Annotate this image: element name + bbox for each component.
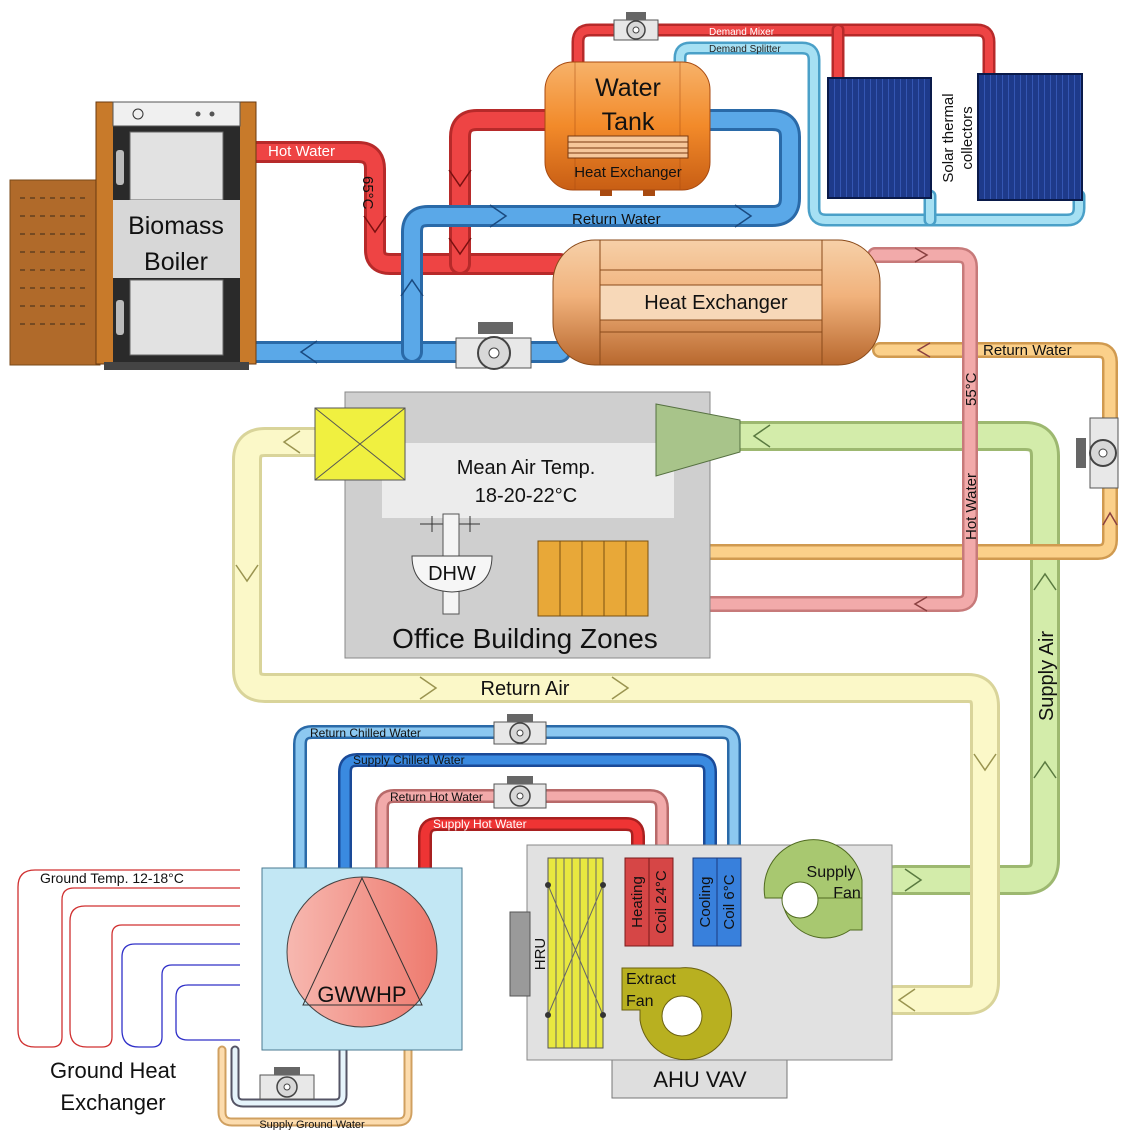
radiator [537,540,649,617]
hru-core [547,857,604,1049]
hot-water-label-vertical: Hot Water [963,473,980,540]
return-chilled-water-label: Return Chilled Water [310,726,421,740]
hot-water-label-top: Hot Water [268,143,335,160]
supply-fan [763,839,863,939]
dhw-basin [411,513,493,615]
supply-chilled-water-label: Supply Chilled Water [353,753,465,767]
ahu-vav-unit [509,839,893,1099]
main-hx-label: Heat Exchanger [644,292,788,314]
cooling-coil-label-1: Cooling [697,877,714,928]
office-zones-label: Office Building Zones [392,623,658,654]
extract-fan-label-2: Fan [626,993,654,1010]
supply-ground-water-label: Supply Ground Water [259,1119,365,1130]
water-tank-title-1: Water [595,74,661,102]
supply-ground-water-pipe [217,1045,413,1127]
heating-coil-label-1: Heating [629,876,646,928]
temp-65-label: 65°C [359,176,376,210]
ground-hx-label-1: Ground Heat [50,1058,176,1083]
supply-fan-label-2: Fan [833,885,861,902]
supply-diffuser [655,403,741,477]
return-water-label-top: Return Water [572,211,661,228]
pump-boiler-loop [455,322,532,370]
dhw-label: DHW [428,563,476,585]
demand-mixer-label: Demand Mixer [709,27,775,38]
gwwhp-label: GWWHP [317,982,406,1007]
cooling-coil-label-2: Coil 6°C [721,874,738,929]
pump-radiator-loop [1076,417,1119,489]
supply-fan-label-1: Supply [807,864,856,881]
main-heat-exchanger [552,239,881,366]
pump-ground-water [259,1067,315,1100]
hru-label: HRU [532,938,549,971]
boiler-title-2: Boiler [144,248,208,276]
pump-chilled-water [493,714,547,745]
gwwhp-unit [261,867,463,1051]
gauge-icon [132,108,144,120]
return-water-label-right: Return Water [983,342,1072,359]
return-air-label: Return Air [481,678,570,700]
ground-temp-label: Ground Temp. 12-18°C [40,870,184,886]
extract-fan [621,967,733,1061]
solar-label-1: Solar thermal [940,93,957,182]
supply-air-label: Supply Air [1036,631,1058,721]
tank-coil [567,135,689,159]
labels: Water Tank Heat Exchanger Demand Mixer D… [40,27,1072,1131]
water-tank [544,61,711,196]
ground-loop-coils [17,869,240,1048]
flow-arrows [235,169,1118,1012]
pump-hot-water [493,776,547,809]
extract-fan-label-1: Extract [626,971,676,988]
wood-storage [9,179,101,366]
biomass-boiler [9,101,257,370]
temp-55-label: 55°C [963,372,980,406]
office-building [314,391,741,659]
mean-air-temp-panel [382,443,674,518]
ground-hx-label-2: Exchanger [60,1090,165,1115]
hru-duct [509,911,531,997]
heating-coil-label-2: Coil 24°C [653,870,670,934]
pump-tank-loop [613,12,659,41]
return-hot-water-label: Return Hot Water [390,790,483,804]
mean-air-temp-1: Mean Air Temp. [457,457,596,479]
boiler-title-1: Biomass [128,212,224,240]
tank-heat-exchanger-label: Heat Exchanger [574,164,682,181]
demand-splitter-label: Demand Splitter [709,44,781,55]
mean-air-temp-2: 18-20-22°C [475,485,578,507]
ahu-vav-label: AHU VAV [653,1067,747,1092]
solar-collectors [827,73,1083,201]
supply-hot-water-label: Supply Hot Water [433,817,527,831]
water-tank-title-2: Tank [602,108,655,136]
solar-label-2: collectors [959,106,976,169]
